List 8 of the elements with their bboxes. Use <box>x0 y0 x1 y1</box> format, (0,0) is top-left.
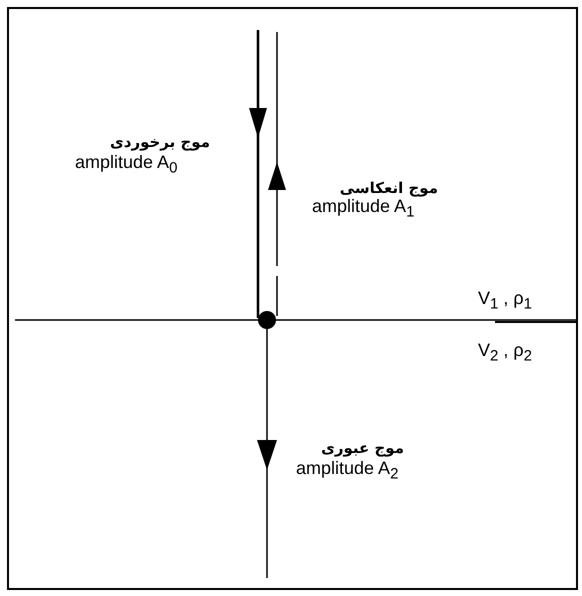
medium-label: V$_{2}$ , ρ$_{2}$ <box>478 340 532 367</box>
amplitude-label: amplitude A$_{0}$ <box>75 152 178 179</box>
wave-label: موج برخوردی <box>109 132 210 152</box>
wave-label: موج عبوری <box>320 438 404 458</box>
amplitude-label: amplitude A$_{2}$ <box>296 458 398 485</box>
medium-label: V$_{1}$ , ρ$_{1}$ <box>478 288 532 315</box>
wave-label: موج انعکاسی <box>338 178 438 198</box>
amplitude-label: amplitude A$_{1}$ <box>312 196 414 223</box>
